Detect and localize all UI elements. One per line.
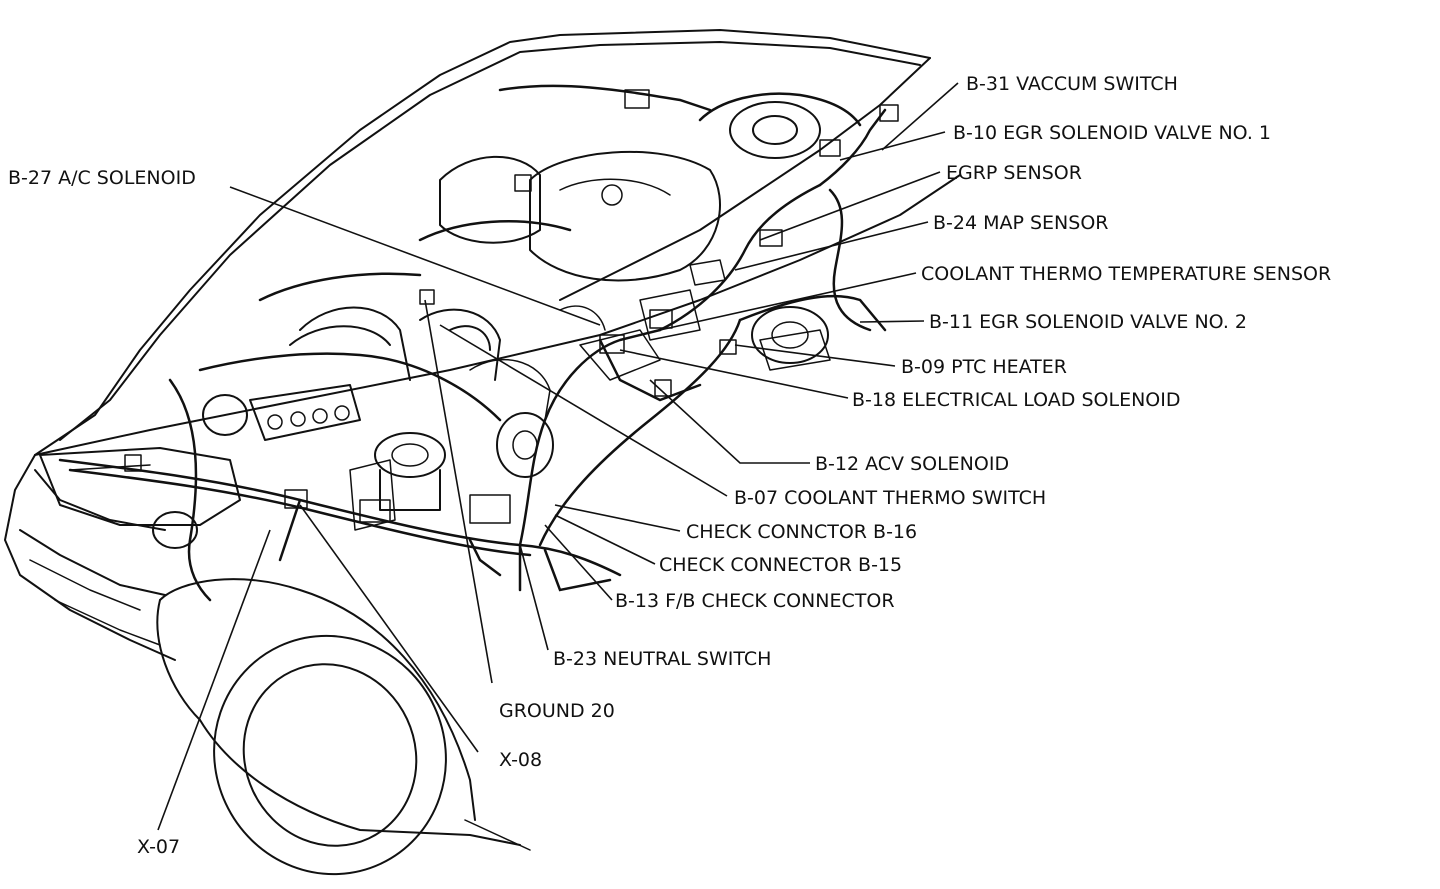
label-b11-egr-solenoid-valve-2: B-11 EGR SOLENOID VALVE NO. 2 — [929, 311, 1247, 333]
valve-cover — [249, 384, 361, 441]
label-b23-neutral-switch: B-23 NEUTRAL SWITCH — [553, 648, 771, 670]
label-b18-electrical-load-solenoid: B-18 ELECTRICAL LOAD SOLENOID — [852, 389, 1180, 411]
label-b10-egr-solenoid-valve-1: B-10 EGR SOLENOID VALVE NO. 1 — [953, 122, 1271, 144]
strut-tower-right — [729, 101, 821, 159]
air-cleaner — [529, 150, 721, 282]
label-ground-20: GROUND 20 — [499, 700, 615, 722]
label-b09-ptc-heater: B-09 PTC HEATER — [901, 356, 1067, 378]
throttle-body — [374, 432, 446, 478]
strut-tower-left — [751, 306, 829, 364]
engine-bay — [152, 101, 831, 549]
callout-labels: B-31 VACCUM SWITCH B-10 EGR SOLENOID VAL… — [8, 73, 1331, 858]
label-check-connector-b15: CHECK CONNECTOR B-15 — [659, 554, 902, 576]
label-check-connector-b16: CHECK CONNCTOR B-16 — [686, 521, 917, 543]
label-x07: X-07 — [137, 836, 180, 858]
label-b27-ac-solenoid: B-27 A/C SOLENOID — [8, 167, 196, 189]
label-b31-vaccum-switch: B-31 VACCUM SWITCH — [966, 73, 1178, 95]
leader-lines — [157, 82, 959, 831]
label-egrp-sensor: EGRP SENSOR — [946, 162, 1082, 184]
label-coolant-thermo-temperature-sensor: COOLANT THERMO TEMPERATURE SENSOR — [921, 263, 1331, 285]
label-b12-acv-solenoid: B-12 ACV SOLENOID — [815, 453, 1009, 475]
label-b07-coolant-thermo-switch: B-07 COOLANT THERMO SWITCH — [734, 487, 1046, 509]
label-b24-map-sensor: B-24 MAP SENSOR — [933, 212, 1109, 234]
label-x08: X-08 — [499, 749, 542, 771]
label-b13-fb-check-connector: B-13 F/B CHECK CONNECTOR — [615, 590, 895, 612]
connector-block-1 — [469, 494, 511, 524]
